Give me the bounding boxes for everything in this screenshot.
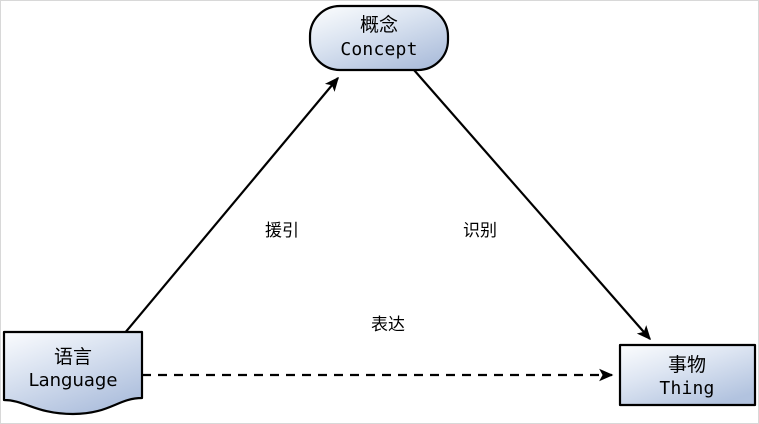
node-language-label-cn: 语言: [54, 346, 92, 368]
node-language[interactable]: 语言 Language: [2, 330, 144, 416]
edge-label-express: 表达: [371, 315, 405, 335]
node-concept-label-cn: 概念: [360, 13, 398, 36]
node-language-label-en: Language: [29, 370, 118, 391]
edge-language-to-concept: 援引: [123, 76, 339, 335]
node-thing-label-cn: 事物: [668, 354, 706, 376]
node-concept[interactable]: 概念 Concept: [308, 4, 450, 72]
node-concept-label-en: Concept: [340, 39, 417, 60]
edge-language-to-thing: 表达: [142, 315, 614, 382]
node-thing-shape[interactable]: [618, 343, 757, 407]
edge-label-identify: 识别: [463, 221, 497, 241]
node-thing-label-en: Thing: [659, 378, 714, 399]
edge-line-language-concept: [123, 76, 339, 335]
edge-label-cite: 援引: [265, 221, 299, 241]
node-thing[interactable]: 事物 Thing: [618, 343, 757, 407]
edge-line-concept-thing: [413, 69, 651, 341]
node-concept-shape[interactable]: [308, 4, 450, 72]
edge-concept-to-thing: 识别: [413, 69, 651, 341]
node-language-shape[interactable]: [2, 330, 144, 416]
